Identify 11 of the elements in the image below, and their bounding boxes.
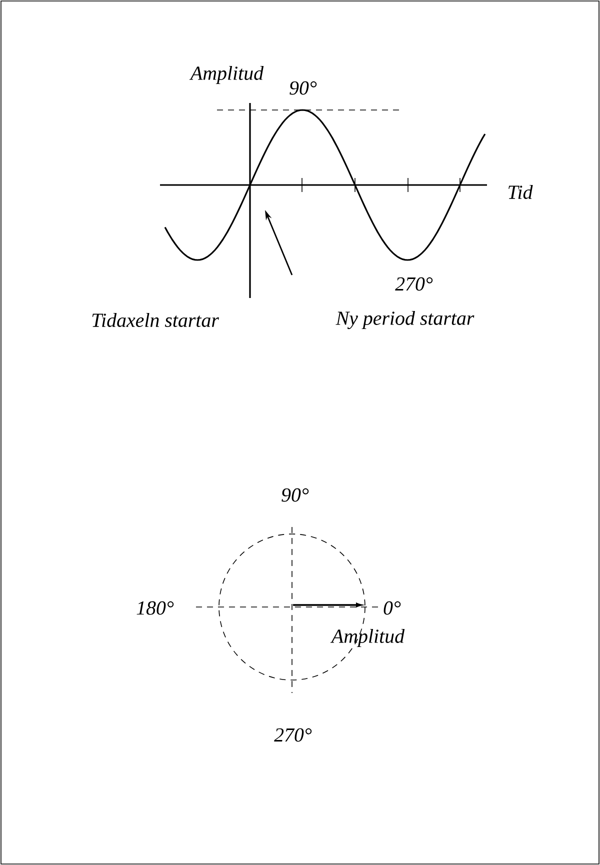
axis-label: Amplitud [330,628,405,648]
axis-label: 90° [290,81,317,95]
axis-label: 90° [282,488,309,502]
axis-label: 180° [136,601,174,615]
axis-label: Tid [508,185,533,200]
axis-label: 270° [274,728,312,742]
axis-label: Tidaxeln startar [92,313,219,328]
axis-label: 270° [395,277,433,291]
axis-label: 0° [384,601,401,615]
axis-label: Amplitud [189,66,264,84]
axis-label: Ny period startar [336,310,474,330]
